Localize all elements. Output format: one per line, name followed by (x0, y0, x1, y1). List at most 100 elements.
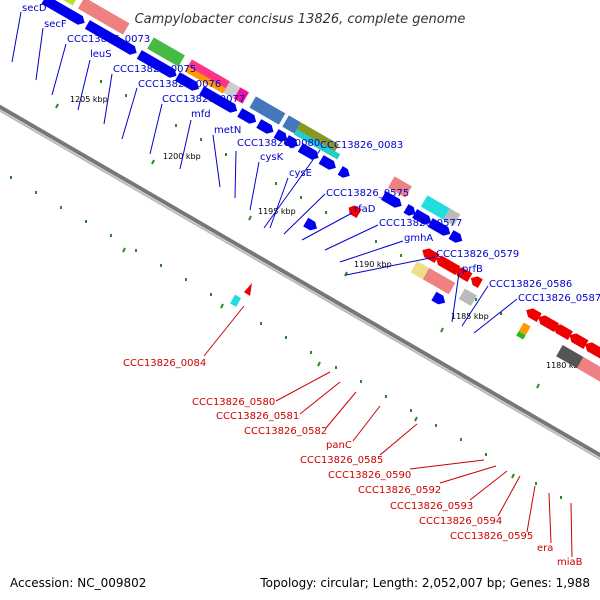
gene-label-bottom: era (537, 543, 553, 554)
gene-label-top: CCC13826_0586 (489, 279, 572, 290)
gene-label-top: mfd (191, 109, 211, 120)
bottom-gene-bars (410, 261, 600, 384)
gene-arrow (455, 267, 473, 282)
gene-label-top: secD (22, 3, 47, 14)
gene-arrow (174, 72, 200, 91)
gene-arrow (318, 155, 336, 170)
gene-arrow (380, 191, 402, 208)
gene-arrow (427, 218, 451, 236)
genome-summary-text: Topology: circular; Length: 2,052,007 bp… (259, 576, 590, 590)
gene-bar (184, 66, 226, 94)
forward-gene-arrows (17, 0, 463, 243)
gene-arrow (337, 166, 350, 178)
gene-arrow (526, 308, 542, 322)
gene-label-bottom: CCC13826_0582 (244, 426, 327, 437)
gene-arrow (403, 204, 416, 216)
gene-arrow (431, 291, 446, 305)
gene-label-top: CCC13826_0579 (436, 249, 519, 260)
gene-label-bottom: CCC13826_0593 (390, 501, 473, 512)
gene-bar (443, 208, 461, 226)
gene-bar (556, 345, 584, 369)
gene-arrow (84, 20, 137, 55)
gene-label-bottom: CCC13826_0084 (123, 358, 206, 369)
ruler-label: 1185 kbp (451, 312, 489, 321)
bottom-leader-lines (203, 305, 573, 558)
gene-bar (410, 261, 430, 280)
genome-backbone-shadow (0, 109, 600, 461)
gene-label-bottom: panC (326, 440, 352, 451)
gene-arrow (436, 256, 461, 275)
gene-arrow (538, 315, 560, 332)
gene-label-bottom: CCC13826_0594 (419, 516, 502, 527)
gene-label-top: prfB (462, 264, 483, 275)
gene-arrow (244, 283, 252, 296)
gene-arrow (585, 342, 600, 359)
ruler-label: 1190 kbp (354, 260, 392, 269)
gene-bar (387, 176, 412, 198)
gene-arrow (17, 0, 43, 2)
gene-label-top: leuS (90, 49, 112, 60)
gene-arrow (199, 86, 238, 113)
reverse-gene-arrows (348, 205, 600, 359)
gene-label-bottom: CCC13826_0592 (358, 485, 441, 496)
gene-label-bottom: CCC13826_0585 (300, 455, 383, 466)
gene-bar (230, 294, 242, 307)
gene-arrow (41, 0, 85, 25)
gene-arrow (422, 248, 440, 263)
gene-label-top: rfaD (354, 204, 376, 215)
top-leader-lines (11, 11, 518, 334)
gene-label-top: CCC13826_0577 (379, 218, 462, 229)
gene-arrow (273, 129, 288, 142)
gene-arrow (256, 119, 274, 134)
ruler-label: 1205 kbp (70, 95, 108, 104)
gene-bar (77, 0, 130, 35)
gene-label-top: CCC13826_0575 (326, 188, 409, 199)
gene-bar (249, 96, 286, 125)
gene-label-top: gmhA (404, 233, 433, 244)
gene-arrow (297, 143, 319, 160)
gene-bar (282, 115, 301, 134)
gene-label-top: CCC13826_0080 (237, 138, 320, 149)
gene-bar (576, 357, 600, 384)
gene-arrow (283, 135, 298, 148)
map-title: Campylobacter concisus 13826, complete g… (135, 12, 466, 27)
lower-blue-arrows (303, 217, 446, 305)
gene-arrow (553, 324, 573, 340)
gene-label-bottom: CCC13826_0581 (216, 411, 299, 422)
major-tick-track (55, 103, 540, 479)
gene-bar (422, 268, 456, 295)
gene-label-top: cysK (260, 152, 284, 163)
gene-arrow (448, 230, 463, 243)
gene-bar (147, 37, 185, 67)
gene-arrow (348, 205, 362, 218)
gene-label-top: CCC13826_0075 (113, 64, 196, 75)
ruler-label: 1200 kbp (163, 152, 201, 161)
gene-bar (223, 81, 241, 99)
gene-bar (458, 288, 477, 306)
gene-label-bottom: CCC13826_0590 (328, 470, 411, 481)
gene-label-top: cysE (289, 168, 312, 179)
gene-label-bottom: miaB (557, 557, 583, 568)
ruler-label: 1195 kbp (258, 207, 296, 216)
gene-arrow (569, 333, 589, 349)
gene-label-bottom: CCC13826_0595 (450, 531, 533, 542)
top-gene-bars (27, 0, 461, 226)
gene-arrow (470, 276, 483, 288)
gene-bar (518, 322, 531, 336)
genome-backbone (0, 104, 600, 458)
gene-label-top: CCC13826_0083 (320, 140, 403, 151)
gene-label-top: CCC13826_0587 (518, 293, 600, 304)
gene-label-bottom: CCC13826_0580 (192, 397, 275, 408)
gene-bar (516, 331, 526, 340)
gene-label-top: CCC13826_0073 (67, 34, 150, 45)
gene-arrow (412, 209, 432, 225)
gene-label-top: metN (214, 125, 241, 136)
accession-text: Accession: NC_009802 (10, 576, 146, 590)
gene-bar (420, 195, 450, 220)
gene-label-top: CCC13826_0076 (138, 79, 221, 90)
ruler-label: 1180 kbp (546, 361, 584, 370)
gene-arrow (136, 50, 177, 78)
gene-bar (293, 129, 341, 160)
gene-bar (233, 87, 249, 104)
